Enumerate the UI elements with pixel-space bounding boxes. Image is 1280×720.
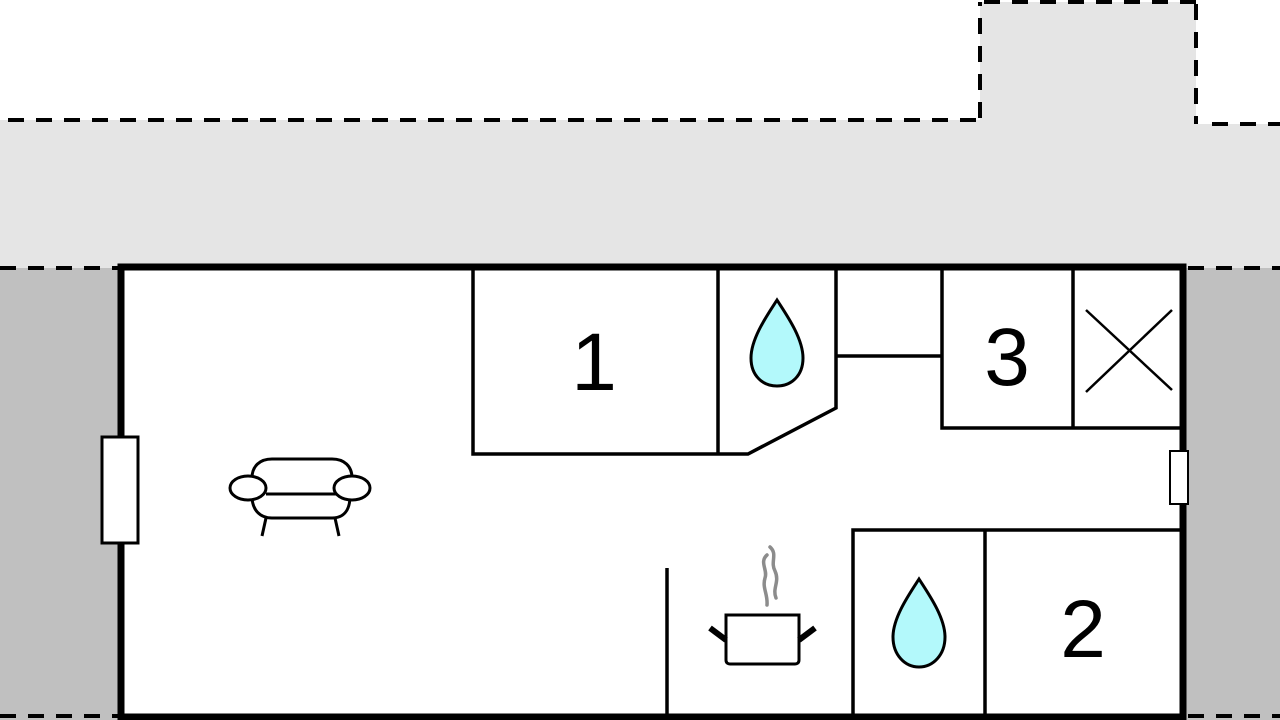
room-label-2: 2 <box>1060 584 1106 675</box>
cooking-pot-icon <box>708 545 817 666</box>
window-right <box>1169 450 1189 505</box>
room-label-1: 1 <box>571 317 617 408</box>
water-drop-icon <box>891 576 947 669</box>
sofa-icon <box>228 457 372 537</box>
interior-walls <box>471 270 1180 715</box>
storage-cross-icon <box>1085 309 1173 393</box>
terrace-area <box>0 2 1280 268</box>
outdoor-right <box>1186 268 1280 720</box>
water-drop-icon <box>749 297 805 388</box>
window-left <box>100 435 140 545</box>
exterior-walls <box>117 263 1187 720</box>
room-label-3: 3 <box>984 312 1030 403</box>
